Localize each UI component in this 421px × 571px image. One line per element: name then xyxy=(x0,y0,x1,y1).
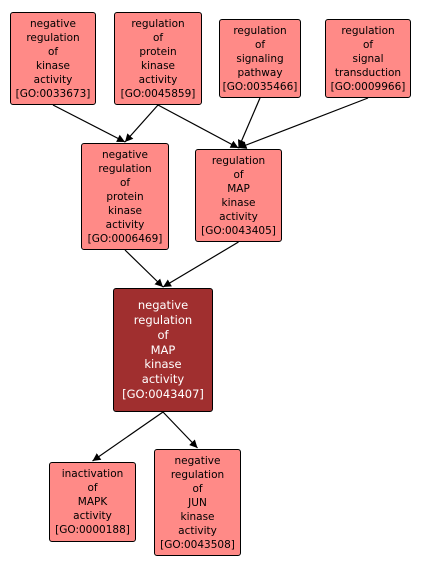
edge-go-0045859-to-go-0006469 xyxy=(124,104,159,143)
edge-go-0009966-to-go-0043405 xyxy=(238,97,369,149)
go-term-name-line: of xyxy=(47,45,59,58)
go-term-name-line: MAPK xyxy=(77,496,108,508)
edge-go-0043407-to-go-0000188 xyxy=(92,411,164,462)
go-term-name-line: transduction xyxy=(334,66,402,79)
go-term-name-line: regulation xyxy=(170,468,225,481)
go-term-id: [GO:0035466] xyxy=(222,80,298,93)
go-term-name-line: of xyxy=(362,38,374,51)
go-term-name-line: of xyxy=(152,31,164,44)
edge-go-0045859-to-go-0043405 xyxy=(157,104,239,149)
go-term-id: [GO:0045859] xyxy=(120,87,196,100)
edge-go-0035466-to-go-0043405 xyxy=(237,97,261,149)
go-term-name-line: of xyxy=(233,168,244,181)
go-term-name-line: MAP xyxy=(150,342,176,357)
go-term-name-line: activity xyxy=(141,372,185,387)
go-term-name-line: pathway xyxy=(237,66,283,79)
go-term-name-line: regulation xyxy=(341,24,395,37)
go-term-name-line: activity xyxy=(138,73,178,86)
go-term-name-line: protein xyxy=(106,190,144,203)
go-term-name-line: of xyxy=(254,38,266,51)
go-term-name-line: negative xyxy=(174,454,221,467)
go-term-name-line: regulation xyxy=(131,17,185,30)
edge-go-0033673-to-go-0006469 xyxy=(52,104,126,143)
go-term-name-line: signal xyxy=(352,52,384,65)
go-term-name-line: kinase xyxy=(221,196,256,209)
go-term-id: [GO:0033673] xyxy=(15,87,91,100)
go-term-name-line: activity xyxy=(105,218,145,231)
go-term-name-line: regulation xyxy=(211,154,266,167)
go-term-name-line: regulation xyxy=(233,24,287,37)
edge-go-0043407-to-go-0043508 xyxy=(162,411,198,449)
go-term-name-line: negative xyxy=(137,298,189,313)
go-term-name-line: kinase xyxy=(35,59,71,72)
go-term-name-line: of xyxy=(87,482,98,494)
go-term-name-line: regulation xyxy=(133,313,193,327)
go-term-name-line: of xyxy=(119,176,131,189)
edge-go-0043405-to-go-0043407 xyxy=(162,241,239,288)
go-term-name-line: inactivation xyxy=(61,468,124,480)
go-term-name-line: of xyxy=(157,327,169,342)
go-term-name-line: activity xyxy=(73,510,112,522)
go-term-id: [GO:0043405] xyxy=(201,224,276,237)
go-term-name-line: kinase xyxy=(180,510,215,523)
go-term-name-line: regulation xyxy=(98,162,152,175)
go-term-name-line: signaling xyxy=(236,52,284,65)
go-term-name-line: kinase xyxy=(140,59,176,72)
go-term-name-line: kinase xyxy=(107,204,143,217)
go-term-name-line: JUN xyxy=(188,496,207,509)
go-term-id: [GO:0006469] xyxy=(87,232,163,245)
go-term-name-line: activity xyxy=(33,73,73,86)
go-term-id: [GO:0043508] xyxy=(160,538,235,551)
go-term-name-line: negative xyxy=(30,17,76,30)
go-term-id: [GO:0043407] xyxy=(122,386,204,401)
go-term-id: [GO:0009966] xyxy=(330,80,406,93)
go-term-name-line: kinase xyxy=(144,357,182,372)
go-term-name-line: negative xyxy=(102,148,148,161)
go-term-name-line: activity xyxy=(219,210,258,223)
go-term-name-line: regulation xyxy=(26,31,80,44)
edge-go-0006469-to-go-0043407 xyxy=(124,249,164,288)
go-term-name-line: MAP xyxy=(227,182,250,195)
go-term-name-line: of xyxy=(192,482,203,495)
go-term-name-line: activity xyxy=(178,524,217,537)
go-term-id: [GO:0000188] xyxy=(55,524,130,536)
go-term-name-line: protein xyxy=(139,45,177,58)
